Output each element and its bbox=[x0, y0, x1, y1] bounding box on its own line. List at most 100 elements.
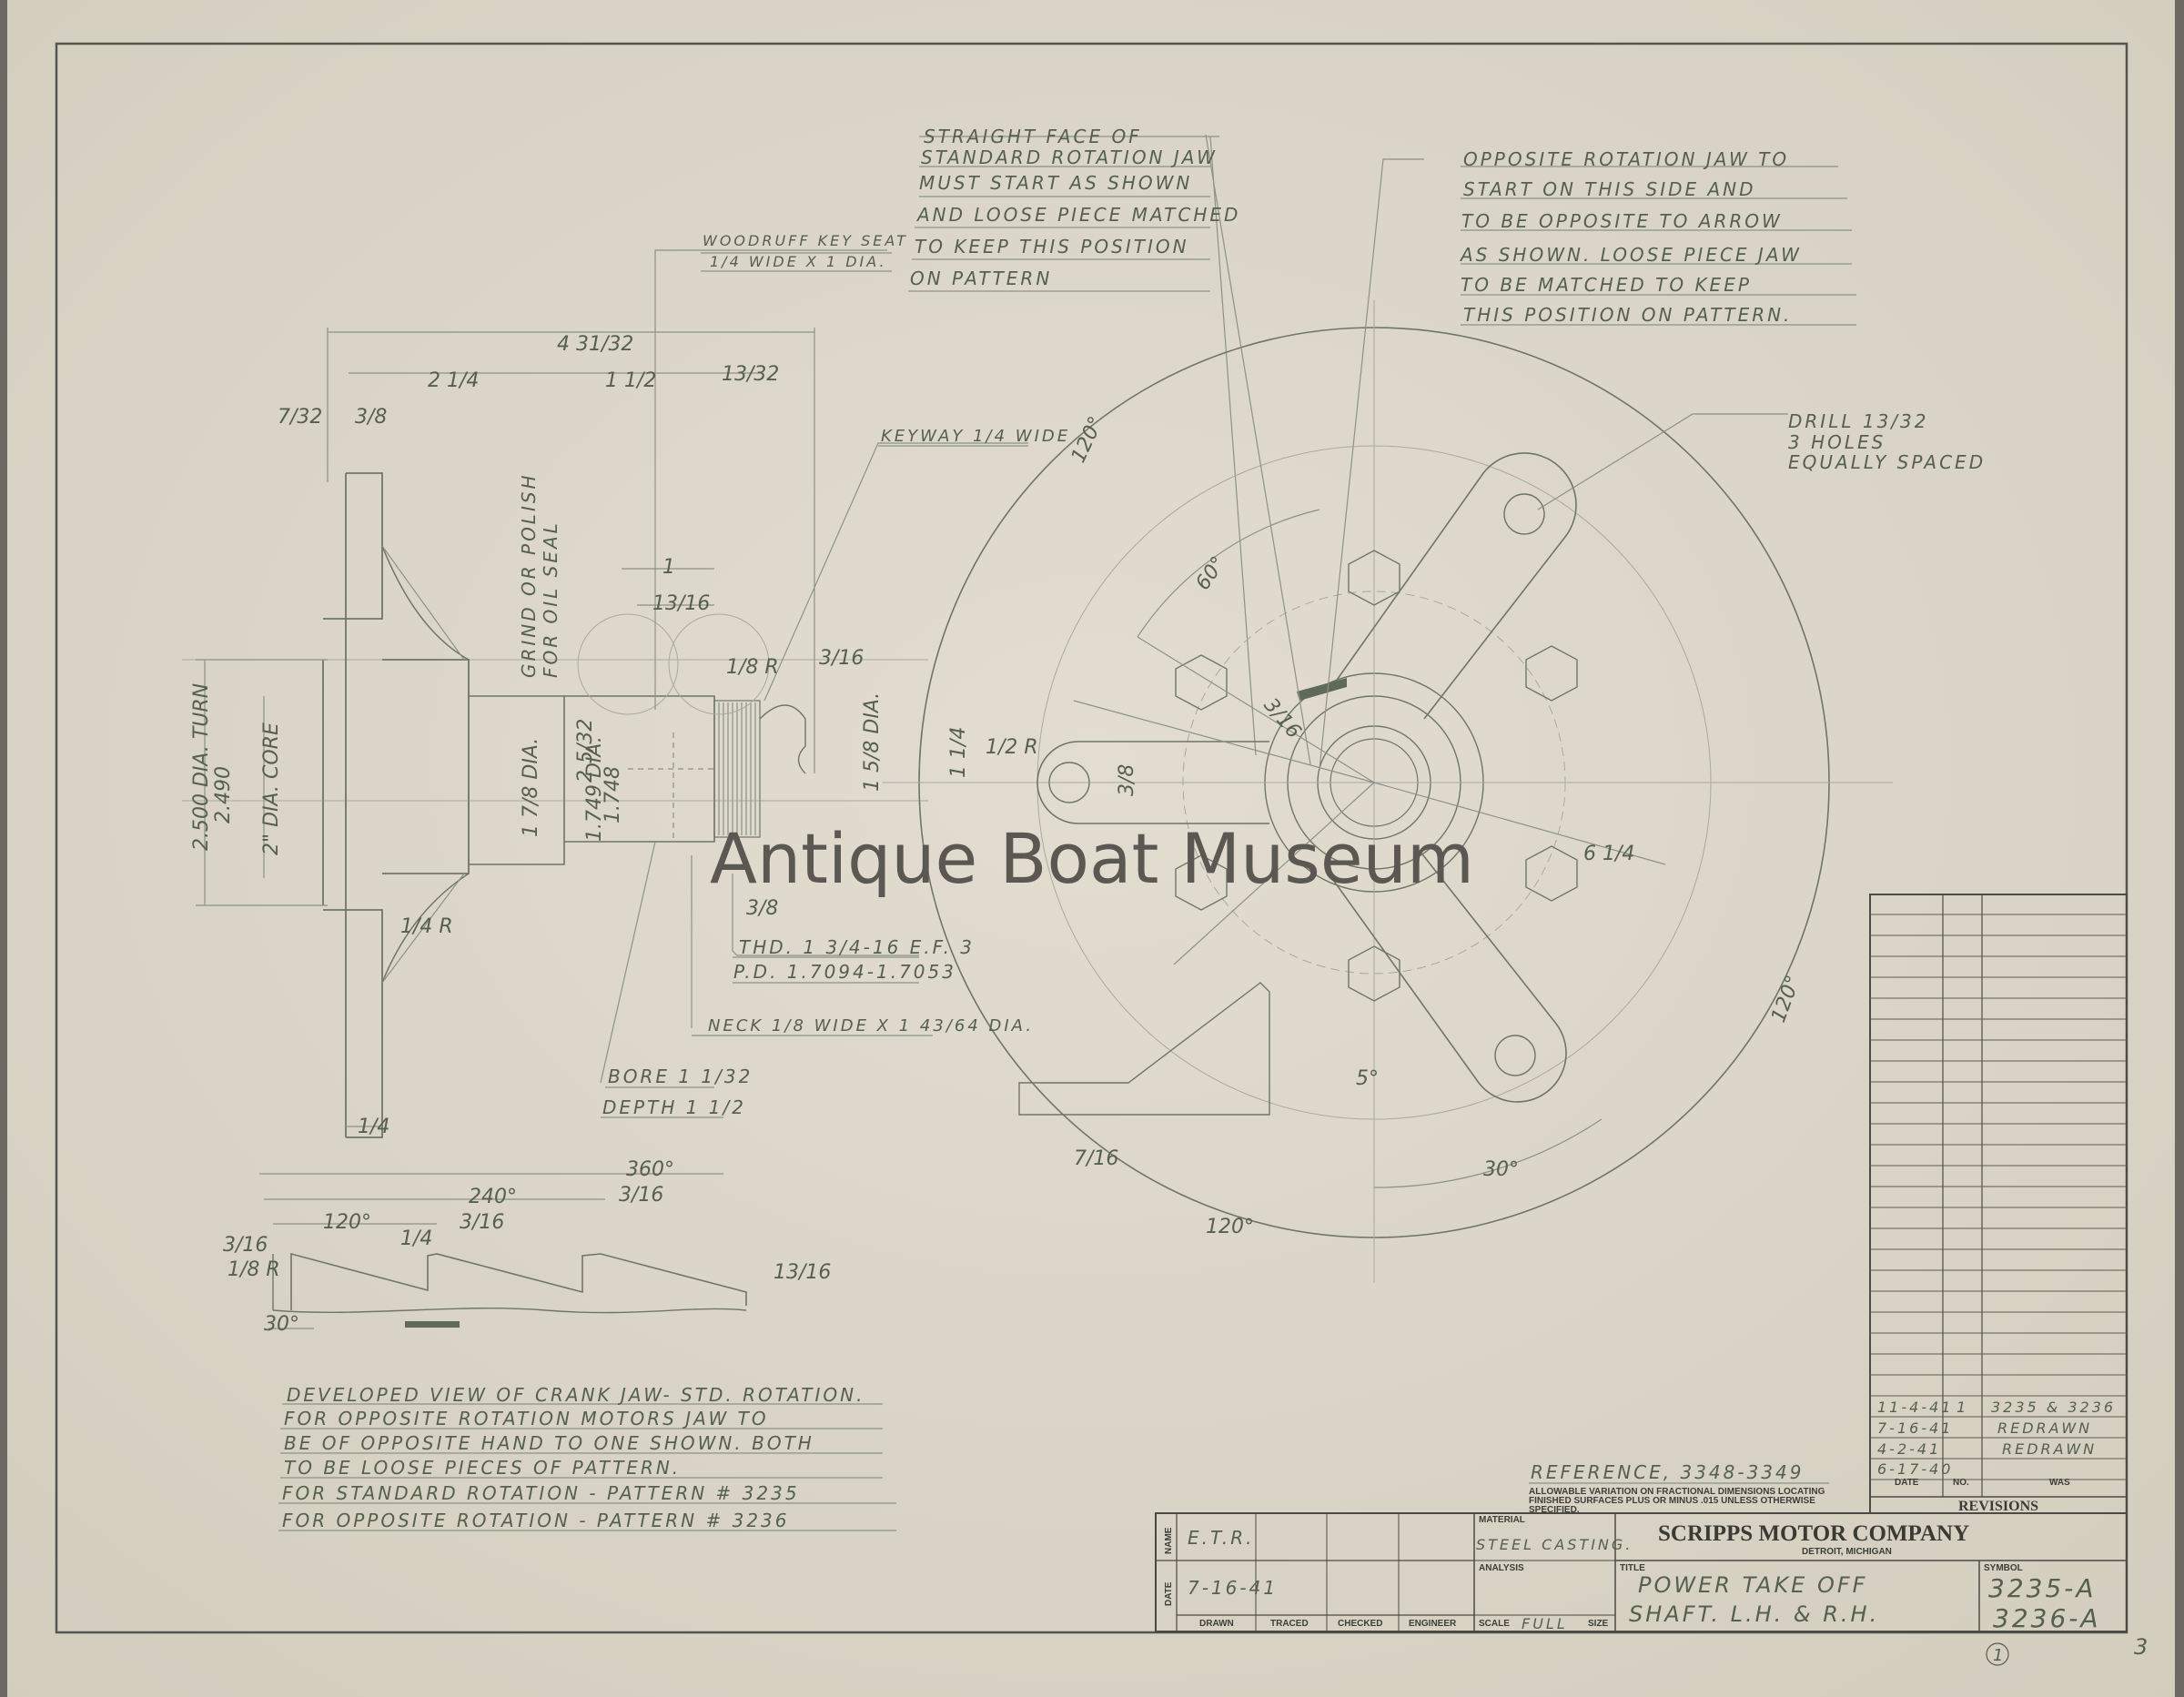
circled-number-ring bbox=[1986, 1642, 2009, 1666]
value-date: 7-16-41 bbox=[1188, 1577, 1278, 1599]
note-woodruff-2: 1/4 WIDE X 1 DIA. bbox=[710, 253, 887, 270]
rev-was-3: REDRAWN bbox=[2002, 1440, 2097, 1458]
rev-no-1: 1 bbox=[1956, 1399, 1968, 1416]
note-opp-4: AS SHOWN. LOOSE PIECE JAW bbox=[1459, 244, 1802, 266]
note-dev-5: FOR STANDARD ROTATION - PATTERN # 3235 bbox=[282, 1482, 800, 1504]
note-grind-2: FOR OIL SEAL bbox=[540, 520, 561, 678]
note-opp-6: THIS POSITION ON PATTERN. bbox=[1463, 304, 1792, 326]
corner-number: 3 bbox=[2134, 1634, 2150, 1660]
dev-30: 30° bbox=[264, 1313, 299, 1336]
rev-header-no: NO. bbox=[1953, 1478, 1969, 1488]
dim-3-16: 3/16 bbox=[819, 647, 864, 670]
label-scale: SCALE bbox=[1479, 1619, 1510, 1629]
dev-120: 120° bbox=[323, 1211, 371, 1234]
dim-overall: 4 31/32 bbox=[557, 333, 633, 356]
dim-1-7-8: 1 7/8 DIA. bbox=[520, 738, 542, 837]
dim-6-1-4: 6 1/4 bbox=[1583, 843, 1634, 865]
note-drill-1: DRILL 13/32 bbox=[1788, 410, 1928, 432]
note-straight-5: TO KEEP THIS POSITION bbox=[915, 236, 1189, 258]
role-traced: TRACED bbox=[1270, 1619, 1309, 1629]
rev-header-was: WAS bbox=[2049, 1478, 2070, 1488]
dim-3-8: 3/8 bbox=[355, 406, 387, 429]
note-drill-2: 3 HOLES bbox=[1788, 431, 1886, 453]
dim-turn: 2.500 DIA. TURN bbox=[190, 683, 213, 851]
note-straight-4: AND LOOSE PIECE MATCHED bbox=[915, 204, 1240, 226]
note-opp-2: START ON THIS SIDE AND bbox=[1463, 178, 1756, 200]
dim-13-16: 13/16 bbox=[652, 592, 710, 615]
value-material: STEEL CASTING. bbox=[1476, 1536, 1633, 1553]
label-title: TITLE bbox=[1620, 1563, 1645, 1573]
rev-date-1: 11-4-41 bbox=[1877, 1399, 1953, 1416]
note-dev-2: FOR OPPOSITE ROTATION MOTORS JAW TO bbox=[284, 1408, 769, 1429]
front-view bbox=[883, 134, 1893, 1283]
label-material: MATERIAL bbox=[1479, 1515, 1525, 1525]
dim-turn-2: 2.490 bbox=[212, 766, 235, 823]
title-line-1: POWER TAKE OFF bbox=[1638, 1572, 1867, 1598]
label-symbol: SYMBOL bbox=[1984, 1563, 2023, 1573]
dim-1-1-2: 1 1/2 bbox=[605, 369, 656, 392]
note-bore-1: BORE 1 1/32 bbox=[608, 1066, 753, 1087]
dim-7-16: 7/16 bbox=[1074, 1147, 1118, 1170]
developed-note-lines bbox=[278, 1403, 896, 1531]
company-city: DETROIT, MICHIGAN bbox=[1802, 1547, 1892, 1557]
revisions-grid bbox=[1869, 894, 2128, 1514]
symbol-1: 3235-A bbox=[1988, 1573, 2097, 1603]
developed-view bbox=[259, 1173, 747, 1329]
dim-1-2-r: 1/2 R bbox=[986, 736, 1038, 759]
note-dev-1: DEVELOPED VIEW OF CRANK JAW- STD. ROTATI… bbox=[287, 1384, 864, 1406]
dim-7-32: 7/32 bbox=[278, 406, 322, 429]
dim-1-4-r: 1/4 R bbox=[400, 915, 453, 938]
role-engineer: ENGINEER bbox=[1409, 1619, 1457, 1629]
dim-1: 1 bbox=[662, 556, 675, 579]
title-block-grid bbox=[1155, 1512, 2128, 1632]
label-name: NAME bbox=[1164, 1527, 1174, 1554]
note-opp-1: OPPOSITE ROTATION JAW TO bbox=[1463, 148, 1789, 170]
drawing-border bbox=[55, 42, 2128, 1634]
note-neck: NECK 1/8 WIDE X 1 43/64 DIA. bbox=[708, 1016, 1034, 1035]
note-dev-6: FOR OPPOSITE ROTATION - PATTERN # 3236 bbox=[282, 1510, 790, 1531]
label-date: DATE bbox=[1164, 1581, 1174, 1606]
note-straight-3: MUST START AS SHOWN bbox=[919, 172, 1192, 194]
rev-was-1: 3235 & 3236 bbox=[1991, 1399, 2116, 1416]
dim-core: 2" DIA. CORE bbox=[260, 722, 283, 855]
dev-1-4: 1/4 bbox=[400, 1227, 432, 1250]
right-edge-shadow bbox=[2175, 0, 2184, 1697]
dim-1-1-4: 1/4 bbox=[358, 1116, 389, 1138]
title-line-2: SHAFT. L.H. & R.H. bbox=[1629, 1601, 1879, 1627]
dim-1-1-4-front: 1 1/4 bbox=[947, 727, 970, 778]
dev-1-8-r: 1/8 R bbox=[228, 1258, 280, 1281]
straight-face-note bbox=[908, 136, 1210, 292]
dim-1-5-8: 1 5/8 DIA. bbox=[861, 692, 884, 792]
note-tolerance-2: FINISHED SURFACES PLUS OR MINUS .015 UNL… bbox=[1529, 1496, 1815, 1506]
note-opp-5: TO BE MATCHED TO KEEP bbox=[1461, 274, 1752, 296]
dev-240: 240° bbox=[469, 1186, 517, 1208]
rev-header-date: DATE bbox=[1895, 1478, 1919, 1488]
company-name: SCRIPPS MOTOR COMPANY bbox=[1658, 1521, 1969, 1546]
opposite-rotation-note bbox=[1461, 166, 1856, 326]
note-straight-1: STRAIGHT FACE OF bbox=[924, 126, 1142, 147]
note-tolerance-3: SPECIFIED. bbox=[1529, 1505, 1580, 1515]
rev-date-4: 6-17-40 bbox=[1877, 1460, 1953, 1478]
dim-3-8-front: 3/8 bbox=[1116, 764, 1138, 796]
dim-13-32: 13/32 bbox=[722, 363, 779, 386]
watermark: Antique Boat Museum bbox=[710, 818, 1474, 899]
angle-30: 30° bbox=[1483, 1158, 1519, 1181]
dev-360: 360° bbox=[626, 1158, 674, 1181]
note-keyway: KEYWAY 1/4 WIDE bbox=[881, 427, 1070, 446]
rev-date-2: 7-16-41 bbox=[1877, 1419, 1953, 1437]
note-woodruff-1: WOODRUFF KEY SEAT bbox=[703, 232, 908, 249]
angle-5: 5° bbox=[1356, 1067, 1379, 1090]
dev-3-16-a: 3/16 bbox=[619, 1184, 663, 1207]
rev-date-3: 4-2-41 bbox=[1877, 1440, 1941, 1458]
note-bore-2: DEPTH 1 1/2 bbox=[602, 1096, 746, 1118]
note-dev-3: BE OF OPPOSITE HAND TO ONE SHOWN. BOTH bbox=[284, 1432, 814, 1454]
dev-3-16-b: 3/16 bbox=[460, 1211, 504, 1234]
note-dev-4: TO BE LOOSE PIECES OF PATTERN. bbox=[284, 1457, 681, 1479]
note-thread-2: P.D. 1.7094-1.7053 bbox=[733, 961, 956, 983]
value-scale: FULL bbox=[1522, 1615, 1568, 1632]
note-drill-3: EQUALLY SPACED bbox=[1788, 451, 1986, 473]
dev-13-16: 13/16 bbox=[774, 1261, 831, 1284]
note-opp-3: TO BE OPPOSITE TO ARROW bbox=[1461, 210, 1783, 232]
